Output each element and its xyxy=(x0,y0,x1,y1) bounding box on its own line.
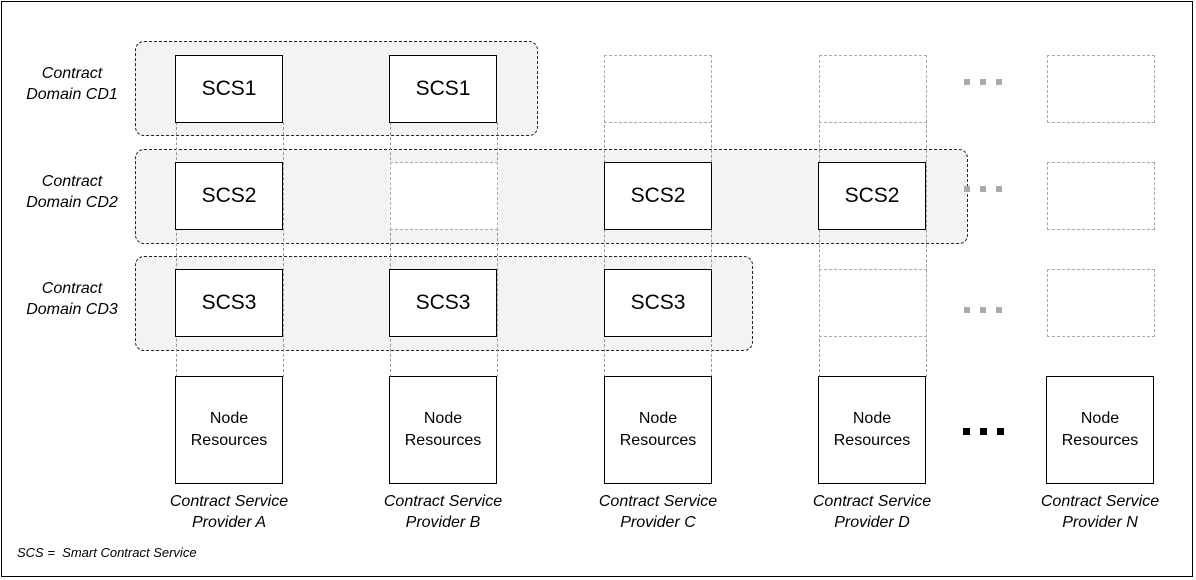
scs3-box-provider-b: SCS3 xyxy=(389,269,497,337)
empty-slot-cd1-provider-c xyxy=(604,55,712,123)
node-resources-line1: Node xyxy=(852,410,892,427)
domain-label-cd1: Contract Domain CD1 xyxy=(8,63,136,105)
node-resources-line1: Node xyxy=(638,410,678,427)
node-resources-provider-c: Node Resources xyxy=(604,376,712,484)
legend-footnote: SCS = Smart Contract Service xyxy=(17,545,197,560)
node-resources-provider-d: Node Resources xyxy=(818,376,926,484)
provider-label-d-line1: Contract Service xyxy=(812,493,932,510)
provider-label-c: Contract Service Provider C xyxy=(573,491,743,533)
legend-equals: = xyxy=(43,545,63,560)
provider-label-b-line2: Provider B xyxy=(405,514,481,531)
domain-label-cd2: Contract Domain CD2 xyxy=(8,171,136,213)
scs1-box-provider-b: SCS1 xyxy=(389,55,497,123)
node-resources-provider-n: Node Resources xyxy=(1046,376,1154,484)
empty-slot-cd3-provider-d xyxy=(819,269,927,337)
column-guide-a-right xyxy=(283,122,284,377)
node-resources-line2: Resources xyxy=(404,432,482,449)
provider-label-c-line1: Contract Service xyxy=(598,493,718,510)
domain-label-cd3-line1: Contract xyxy=(41,280,103,297)
ellipsis-row-cd3 xyxy=(964,307,1002,313)
legend-meaning: Smart Contract Service xyxy=(62,545,197,560)
provider-label-n-line1: Contract Service xyxy=(1040,493,1160,510)
ellipsis-row-cd1 xyxy=(964,79,1002,85)
provider-label-a: Contract Service Provider A xyxy=(144,491,314,533)
node-resources-provider-b: Node Resources xyxy=(389,376,497,484)
domain-label-cd2-line1: Contract xyxy=(41,173,103,190)
domain-label-cd3-line2: Domain CD3 xyxy=(26,301,118,318)
node-resources-line1: Node xyxy=(423,410,463,427)
domain-label-cd3: Contract Domain CD3 xyxy=(8,278,136,320)
node-resources-line2: Resources xyxy=(190,432,268,449)
provider-label-n: Contract Service Provider N xyxy=(1015,491,1185,533)
provider-label-n-line2: Provider N xyxy=(1062,514,1138,531)
ellipsis-row-nodes xyxy=(963,428,1004,435)
node-resources-line1: Node xyxy=(1080,410,1120,427)
node-resources-line1: Node xyxy=(209,410,249,427)
column-guide-b-left xyxy=(390,122,391,377)
node-resources-line2: Resources xyxy=(833,432,911,449)
node-resources-line2: Resources xyxy=(619,432,697,449)
domain-label-cd2-line2: Domain CD2 xyxy=(26,194,118,211)
provider-label-a-line2: Provider A xyxy=(191,514,267,531)
empty-slot-cd1-provider-n xyxy=(1047,55,1155,123)
column-guide-a-left xyxy=(176,122,177,377)
scs2-box-provider-d: SCS2 xyxy=(818,162,926,230)
column-guide-b-right xyxy=(497,122,498,377)
node-resources-provider-a: Node Resources xyxy=(175,376,283,484)
provider-label-d-line2: Provider D xyxy=(834,514,910,531)
provider-label-b-line1: Contract Service xyxy=(383,493,503,510)
column-guide-d-right xyxy=(926,55,927,377)
scs3-box-provider-a: SCS3 xyxy=(175,269,283,337)
scs3-box-provider-c: SCS3 xyxy=(604,269,712,337)
empty-slot-cd2-provider-b xyxy=(390,162,498,230)
legend-abbr: SCS xyxy=(17,545,44,560)
empty-slot-cd1-provider-d xyxy=(819,55,927,123)
node-resources-line2: Resources xyxy=(1061,432,1139,449)
domain-label-cd1-line2: Domain CD1 xyxy=(26,86,118,103)
scs2-box-provider-a: SCS2 xyxy=(175,162,283,230)
ellipsis-row-cd2 xyxy=(964,186,1002,192)
scs1-box-provider-a: SCS1 xyxy=(175,55,283,123)
scs2-box-provider-c: SCS2 xyxy=(604,162,712,230)
empty-slot-cd3-provider-n xyxy=(1047,269,1155,337)
domain-label-cd1-line1: Contract xyxy=(41,65,103,82)
provider-label-b: Contract Service Provider B xyxy=(358,491,528,533)
empty-slot-cd2-provider-n xyxy=(1047,162,1155,230)
provider-label-d: Contract Service Provider D xyxy=(787,491,957,533)
provider-label-c-line2: Provider C xyxy=(620,514,696,531)
provider-label-a-line1: Contract Service xyxy=(169,493,289,510)
